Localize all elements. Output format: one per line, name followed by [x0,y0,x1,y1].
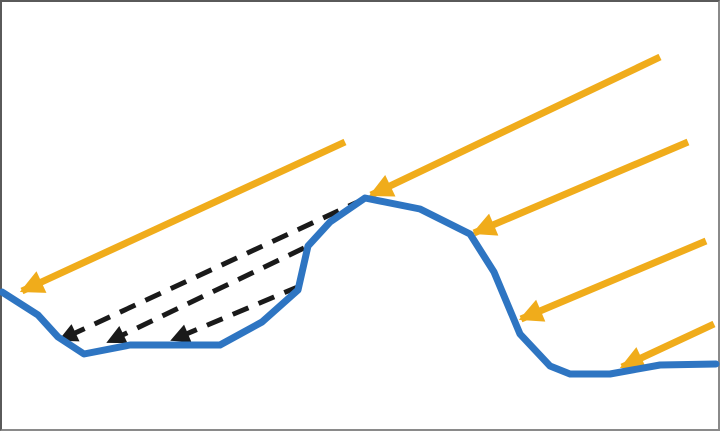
sun-ray-2 [368,53,662,199]
sun-rays [19,53,716,371]
shadow-rays [58,196,366,345]
sun-ray-5 [619,320,716,371]
sun-ray-1 [19,138,347,295]
shadow-ray-3 [170,283,301,343]
terrain-line [0,194,720,378]
sun-ray-3 [471,138,690,237]
shadow-ray-2 [106,245,306,345]
shadow-ray-1 [58,196,366,343]
sun-ray-4 [518,237,708,323]
